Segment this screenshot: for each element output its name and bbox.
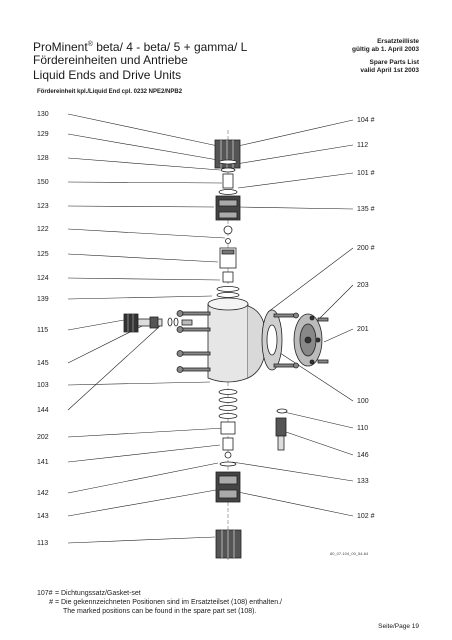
- part-label-right: 200 #: [357, 245, 375, 252]
- lower-valve-stack: [215, 389, 242, 559]
- part-label-left: 129: [37, 131, 49, 138]
- document-title-line3: Liquid Ends and Drive Units: [33, 68, 182, 82]
- header-parts-list-en: Spare Parts List: [369, 59, 420, 66]
- part-label-right: 104 #: [357, 117, 375, 124]
- part-label-left: 142: [37, 490, 49, 497]
- part-label-right: 135 #: [357, 206, 375, 213]
- pump-head-body: [176, 297, 267, 383]
- header-parts-list-de: Ersatzteilliste: [377, 38, 419, 45]
- part-label-left: 103: [37, 382, 49, 389]
- part-label-left: 130: [37, 111, 49, 118]
- part-label-right: 100: [357, 398, 369, 405]
- bleed-valve-assembly: [123, 313, 193, 333]
- part-label-left: 202: [37, 434, 49, 441]
- document-title-line1: ProMinent® beta/ 4 - beta/ 5 + gamma/ L: [33, 40, 248, 54]
- footnote-gasket-set: 107# = Dichtungssatz/Gasket-set: [37, 590, 141, 597]
- part-label-left: 125: [37, 251, 49, 258]
- part-label-left: 139: [37, 296, 49, 303]
- part-label-left: 124: [37, 275, 49, 282]
- part-label-left: 150: [37, 179, 49, 186]
- part-label-right: 101 #: [357, 170, 375, 177]
- part-label-right: 201: [357, 326, 369, 333]
- document-title-line2: Fördereinheiten und Antriebe: [33, 53, 188, 67]
- part-label-left: 115: [37, 327, 49, 334]
- footnote-marked-positions: # = Die gekennzeichneten Positionen sind…: [49, 599, 283, 606]
- page-number: Seite/Page 19: [378, 623, 419, 630]
- part-label-right: 110: [357, 425, 369, 432]
- part-label-left: 144: [37, 407, 49, 414]
- diagram-subtitle: Fördereinheit kpl./Liquid End cpl. 0232 …: [37, 89, 183, 95]
- part-label-left: 123: [37, 203, 49, 210]
- header-validity-block: Ersatzteilliste gültig ab 1. April 2003 …: [352, 38, 419, 75]
- part-label-right: 146: [357, 452, 369, 459]
- header-valid-en: valid April 1st 2003: [360, 67, 419, 74]
- part-label-left: 145: [37, 360, 49, 367]
- part-label-left: 113: [37, 540, 49, 547]
- part-label-left: 141: [37, 459, 49, 466]
- drawing-code: 80_07-104_00_54-64: [330, 551, 369, 556]
- part-label-right: 203: [357, 282, 369, 289]
- side-bleed-nipple: [275, 408, 288, 451]
- part-label-left: 128: [37, 155, 49, 162]
- footnote-marked-positions-en: The marked positions can be found in the…: [63, 608, 257, 615]
- part-label-right: 102 #: [357, 513, 375, 520]
- part-label-right: 133: [357, 478, 369, 485]
- upper-valve-stack: [214, 139, 241, 298]
- part-label-left: 122: [37, 226, 49, 233]
- header-valid-de: gültig ab 1. April 2003: [352, 46, 419, 53]
- diaphragm-and-backplate: [261, 309, 329, 371]
- part-label-left: 143: [37, 513, 49, 520]
- part-label-right: 112: [357, 142, 369, 149]
